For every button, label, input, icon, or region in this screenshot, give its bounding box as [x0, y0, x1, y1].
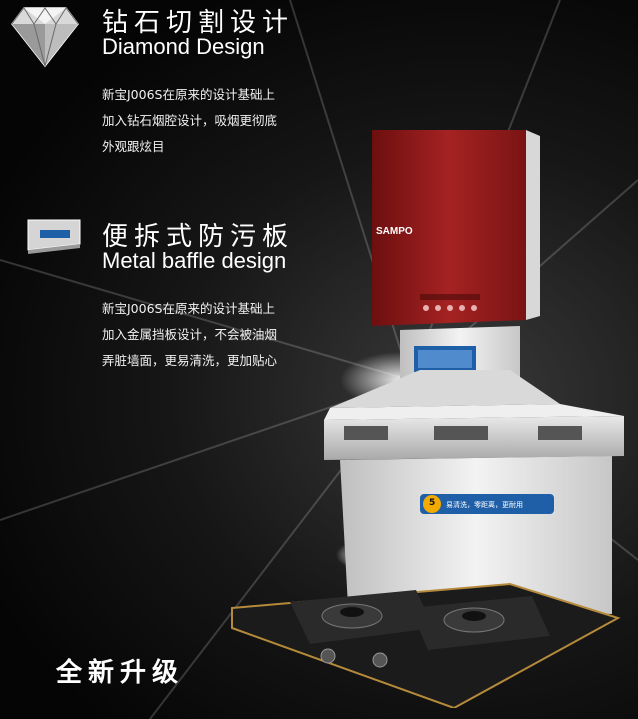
metal-baffle-description: 新宝J006S在原来的设计基础上 加入金属挡板设计，不会被油烟 弄脏墙面，更易清…	[102, 296, 277, 374]
product-badge-mark: 5	[429, 498, 436, 508]
description-line: 新宝J006S在原来的设计基础上	[102, 301, 275, 316]
metal-baffle-title-cn: 便拆式防污板	[102, 222, 295, 252]
product-badge-text: 易清洗，零距离，更耐用	[446, 501, 523, 509]
brand-logo: SAMPO	[376, 226, 413, 237]
range-hood-and-stove-illustration	[231, 130, 624, 708]
description-line: 外观跟炫目	[102, 139, 165, 154]
diamond-design-title-en: Diamond Design	[102, 34, 265, 59]
diamond-design-description: 新宝J006S在原来的设计基础上 加入钻石烟腔设计，吸烟更彻底 外观跟炫目	[102, 82, 277, 160]
description-line: 加入钻石烟腔设计，吸烟更彻底	[102, 113, 278, 128]
footer-slogan: 全新升级	[56, 658, 185, 688]
description-line: 弄脏墙面，更易清洗，更加贴心	[102, 353, 278, 368]
description-line: 新宝J006S在原来的设计基础上	[102, 87, 275, 102]
metal-baffle-icon	[27, 219, 81, 254]
description-line: 加入金属挡板设计，不会被油烟	[102, 327, 278, 342]
metal-baffle-title-en: Metal baffle design	[102, 248, 287, 273]
diamond-design-title-cn: 钻石切割设计	[102, 8, 295, 38]
diamond-icon	[11, 7, 79, 68]
